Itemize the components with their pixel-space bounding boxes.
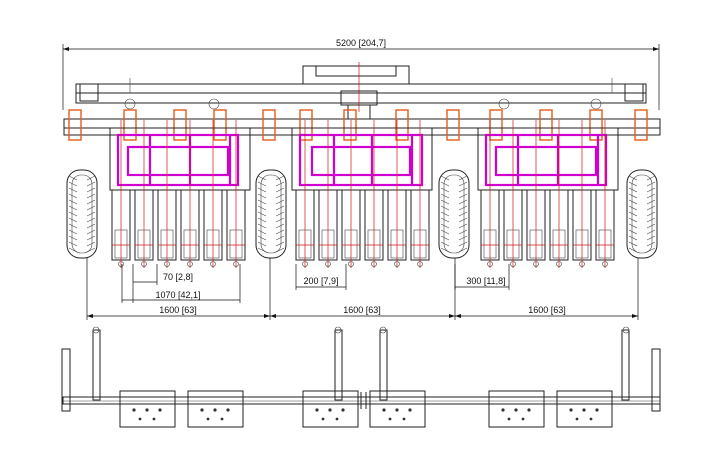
row-unit	[157, 120, 177, 268]
row-unit	[203, 120, 223, 268]
row-unit	[318, 120, 338, 268]
center-spacing-dimension: 200 [7,9]	[295, 264, 347, 290]
section-width-right-label: 1600 [63]	[528, 305, 566, 315]
wheel-gap-dimension: 300 [11,8]	[454, 264, 510, 290]
middle-planter-gang	[291, 127, 433, 191]
front-view	[63, 62, 661, 268]
row-unit	[526, 120, 546, 268]
row-unit	[480, 120, 500, 268]
row-unit	[503, 120, 523, 268]
seed-hoppers	[119, 390, 613, 428]
row-spacing-dimension: 70 [2,8]	[132, 264, 193, 303]
row-unit	[111, 120, 131, 268]
row-unit	[295, 120, 315, 268]
row-unit	[387, 120, 407, 268]
row-group-dimension: 1070 [42,1]	[121, 264, 241, 303]
row-group-label: 1070 [42,1]	[155, 290, 200, 300]
center-spacing-label: 200 [7,9]	[303, 276, 338, 286]
row-unit	[134, 120, 154, 268]
row-unit	[226, 120, 246, 268]
section-width-middle-label: 1600 [63]	[343, 305, 381, 315]
wheel-right-center	[438, 169, 470, 259]
overall-width-label: 5200 [204,7]	[336, 38, 386, 48]
row-unit	[341, 120, 361, 268]
right-planter-gang	[477, 127, 619, 191]
row-units	[111, 120, 615, 268]
row-unit	[595, 120, 615, 268]
row-spacing-label: 70 [2,8]	[163, 272, 193, 282]
wheel-left-center	[255, 169, 287, 259]
overall-width-dimension: 5200 [204,7]	[62, 38, 660, 110]
section-width-left-label: 1600 [63]	[159, 305, 197, 315]
row-unit	[410, 120, 430, 268]
row-unit	[572, 120, 592, 268]
left-planter-gang	[109, 127, 251, 191]
row-unit	[549, 120, 569, 268]
wheel-far-right	[626, 169, 658, 259]
wheel-gap-label: 300 [11,8]	[466, 276, 505, 286]
top-view	[61, 326, 661, 428]
row-unit	[180, 120, 200, 268]
gauge-wheels	[66, 169, 658, 259]
row-unit	[364, 120, 384, 268]
wheel-far-left	[66, 169, 98, 259]
section-width-dimensions: 1600 [63] 1600 [63] 1600 [63]	[86, 258, 639, 320]
frame-clamps	[68, 109, 648, 141]
